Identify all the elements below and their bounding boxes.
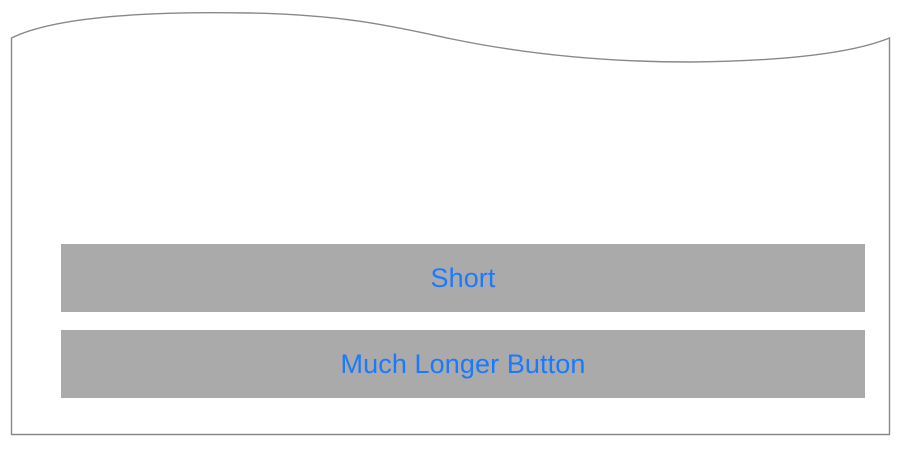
much-longer-button[interactable]: Much Longer Button — [61, 330, 865, 398]
short-button[interactable]: Short — [61, 244, 865, 312]
short-button-label: Short — [430, 262, 496, 293]
button-stack: Short Much Longer Button — [61, 244, 865, 398]
much-longer-button-label: Much Longer Button — [340, 348, 586, 379]
panel-content-area: Short Much Longer Button — [11, 12, 890, 435]
